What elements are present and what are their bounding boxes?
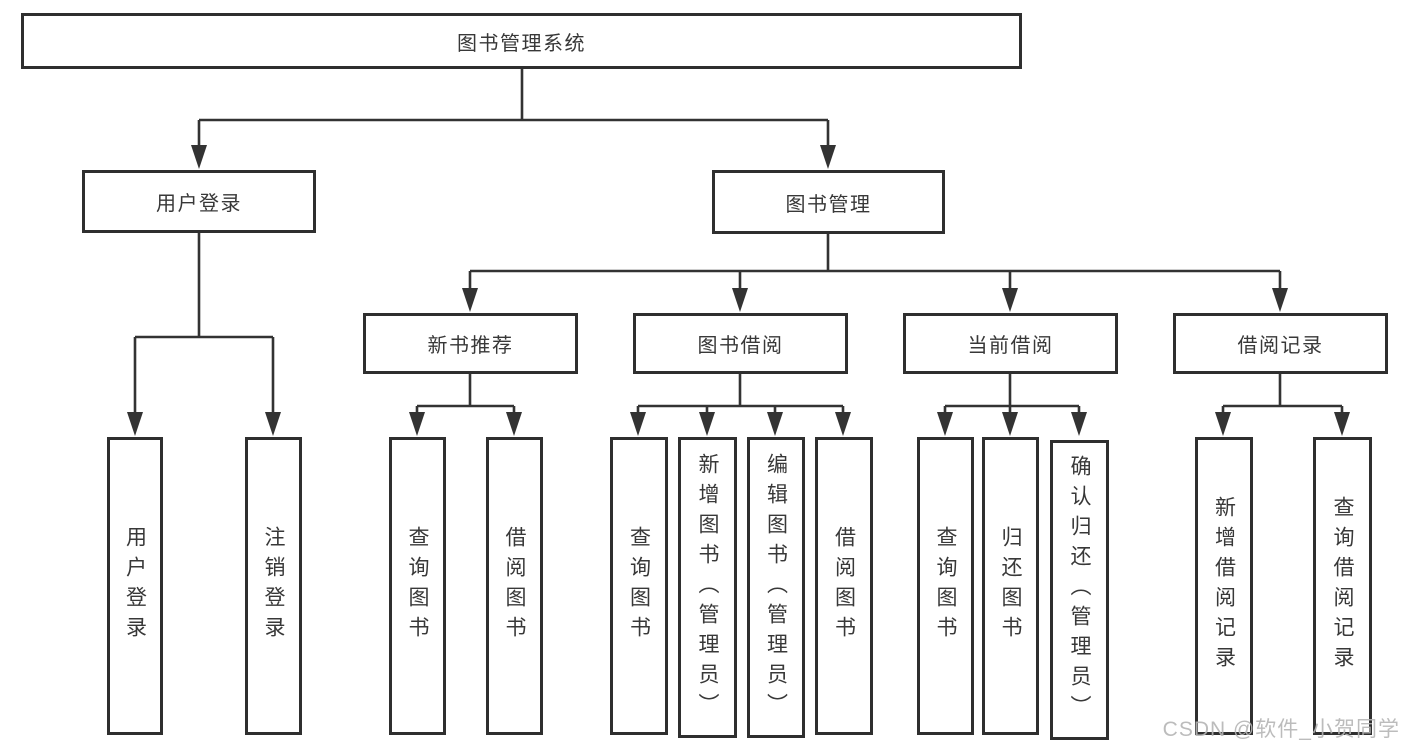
node-book-management-label: 图书管理 [785,193,872,216]
connector-book-borrow-children [630,374,851,436]
node-root-label: 图书管理系统 [457,32,586,55]
leaf-confirm-return-admin: 确认归还（管理员） [1050,440,1109,740]
leaf-query-borrow-record: 查询借阅记录 [1313,437,1372,735]
node-book-borrowing: 图书借阅 [633,313,848,374]
leaf-label: 查询借阅记录 [1331,496,1354,676]
node-user-login-label: 用户登录 [156,193,242,215]
connector-root-to-level2 [191,69,836,169]
leaf-user-login: 用户登录 [107,437,163,735]
connector-user-login-children [127,233,281,436]
node-book-management: 图书管理 [712,170,945,234]
leaf-borrow-books: 借阅图书 [815,437,873,735]
leaf-label: 注销登录 [262,526,285,646]
leaf-label: 借阅图书 [832,526,856,646]
leaf-label: 借阅图书 [503,526,526,646]
node-user-login: 用户登录 [82,170,316,233]
leaf-label: 确认归还（管理员） [1068,455,1091,725]
node-borrowing-records-label: 借阅记录 [1237,335,1324,357]
node-new-book-label: 新书推荐 [427,335,514,357]
leaf-label: 查询图书 [406,526,429,646]
node-new-book-recommendation: 新书推荐 [363,313,578,374]
node-borrowing-records: 借阅记录 [1173,313,1388,374]
node-current-borrowing-label: 当前借阅 [967,335,1054,357]
leaf-label: 用户登录 [123,526,147,646]
leaf-label: 查询图书 [627,526,651,646]
leaf-query-books-current: 查询图书 [917,437,974,735]
connector-new-book-children [409,374,522,436]
leaf-label: 编辑图书（管理员） [764,452,788,723]
leaf-edit-books-admin: 编辑图书（管理员） [747,437,805,738]
connector-current-borrow-children [937,374,1087,436]
leaf-logout: 注销登录 [245,437,302,735]
leaf-label: 查询图书 [934,526,957,646]
leaf-label: 新增图书（管理员） [696,452,719,723]
leaf-label: 新增借阅记录 [1212,496,1236,676]
node-root-library-system: 图书管理系统 [21,13,1022,69]
connector-book-management-children [462,234,1288,312]
leaf-query-books-recommend: 查询图书 [389,437,446,735]
connector-borrow-records-children [1215,374,1350,436]
node-current-borrowing: 当前借阅 [903,313,1118,374]
leaf-borrow-books-recommend: 借阅图书 [486,437,543,735]
leaf-label: 归还图书 [999,526,1022,646]
csdn-watermark: CSDN @软件_小贺同学 [1162,718,1400,741]
node-book-borrowing-label: 图书借阅 [697,335,784,357]
leaf-add-borrow-record: 新增借阅记录 [1195,437,1253,735]
leaf-return-books: 归还图书 [982,437,1039,735]
leaf-query-books-borrow: 查询图书 [610,437,668,735]
leaf-add-books-admin: 新增图书（管理员） [678,437,737,738]
